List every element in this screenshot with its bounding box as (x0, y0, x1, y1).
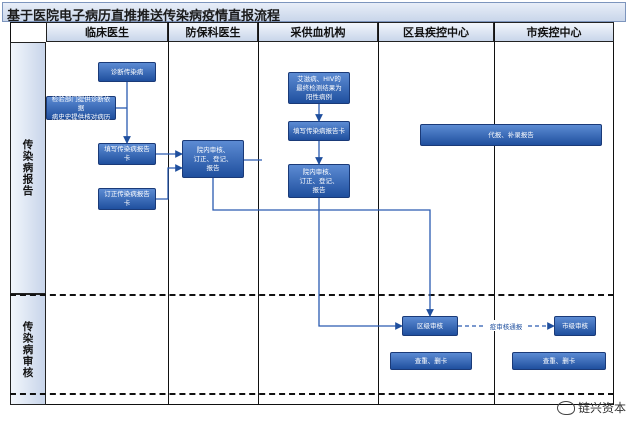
node-internal-review: 院内审核、 订正、登记、 报告 (182, 140, 244, 178)
lane-label: 采供血机构 (290, 26, 346, 39)
row-label-text: 传染病报告 (21, 139, 34, 197)
node-revise-card: 订正传染病报告卡 (98, 188, 156, 210)
node-blood-fill-card: 填写传染病报告卡 (288, 121, 350, 141)
node-blood-result: 艾滋病、HIV的 最终检测结果为 阳性病例 (288, 72, 350, 104)
node-diagnose: 诊断传染病 (98, 62, 156, 82)
row-label-review: 传染病审核 (10, 294, 46, 405)
wechat-logo-icon (556, 400, 575, 415)
watermark-text: 链兴资本 (577, 401, 626, 415)
node-fill-card: 填写传染病报告卡 (98, 143, 156, 165)
row-separator (10, 294, 614, 296)
node-proxy-report: 代报、补录报告 (420, 124, 602, 146)
lane-header-prevention: 防保科医生 (168, 22, 258, 42)
node-blood-internal-review: 院内审核、 订正、登记、 报告 (288, 164, 350, 198)
node-county-review: 区级审核 (402, 316, 458, 336)
lane-label: 防保科医生 (185, 26, 241, 39)
diagram-title: 基于医院电子病历直推推送传染病疫情直报流程 (7, 9, 281, 24)
lane-label: 临床医生 (85, 26, 129, 39)
node-lab-alert: 检验部门提供诊断依据 病史史提供核对病历 (46, 95, 116, 121)
lane-divider (494, 22, 495, 405)
lane-header-county-cdc: 区县疾控中心 (378, 22, 494, 42)
lane-header-city-cdc: 市疾控中心 (494, 22, 614, 42)
lane-header-clinician: 临床医生 (46, 22, 168, 42)
lane-label: 区县疾控中心 (403, 26, 469, 39)
lane-divider (258, 22, 259, 405)
node-county-query: 查重、删卡 (390, 352, 472, 370)
lane-divider (378, 22, 379, 405)
node-city-query: 查重、删卡 (512, 352, 606, 370)
node-city-review: 市级审核 (554, 316, 596, 336)
row-separator (10, 393, 614, 395)
lane-divider (168, 22, 169, 405)
row-label-text: 传染病审核 (21, 320, 34, 379)
lane-label: 市疾控中心 (526, 26, 582, 39)
watermark: 链兴资本 (556, 399, 626, 416)
title-bar: 基于医院电子病历直推推送传染病疫情直报流程 (2, 2, 626, 24)
row-label-report: 传染病报告 (10, 42, 46, 294)
lane-header-blood: 采供血机构 (258, 22, 378, 42)
